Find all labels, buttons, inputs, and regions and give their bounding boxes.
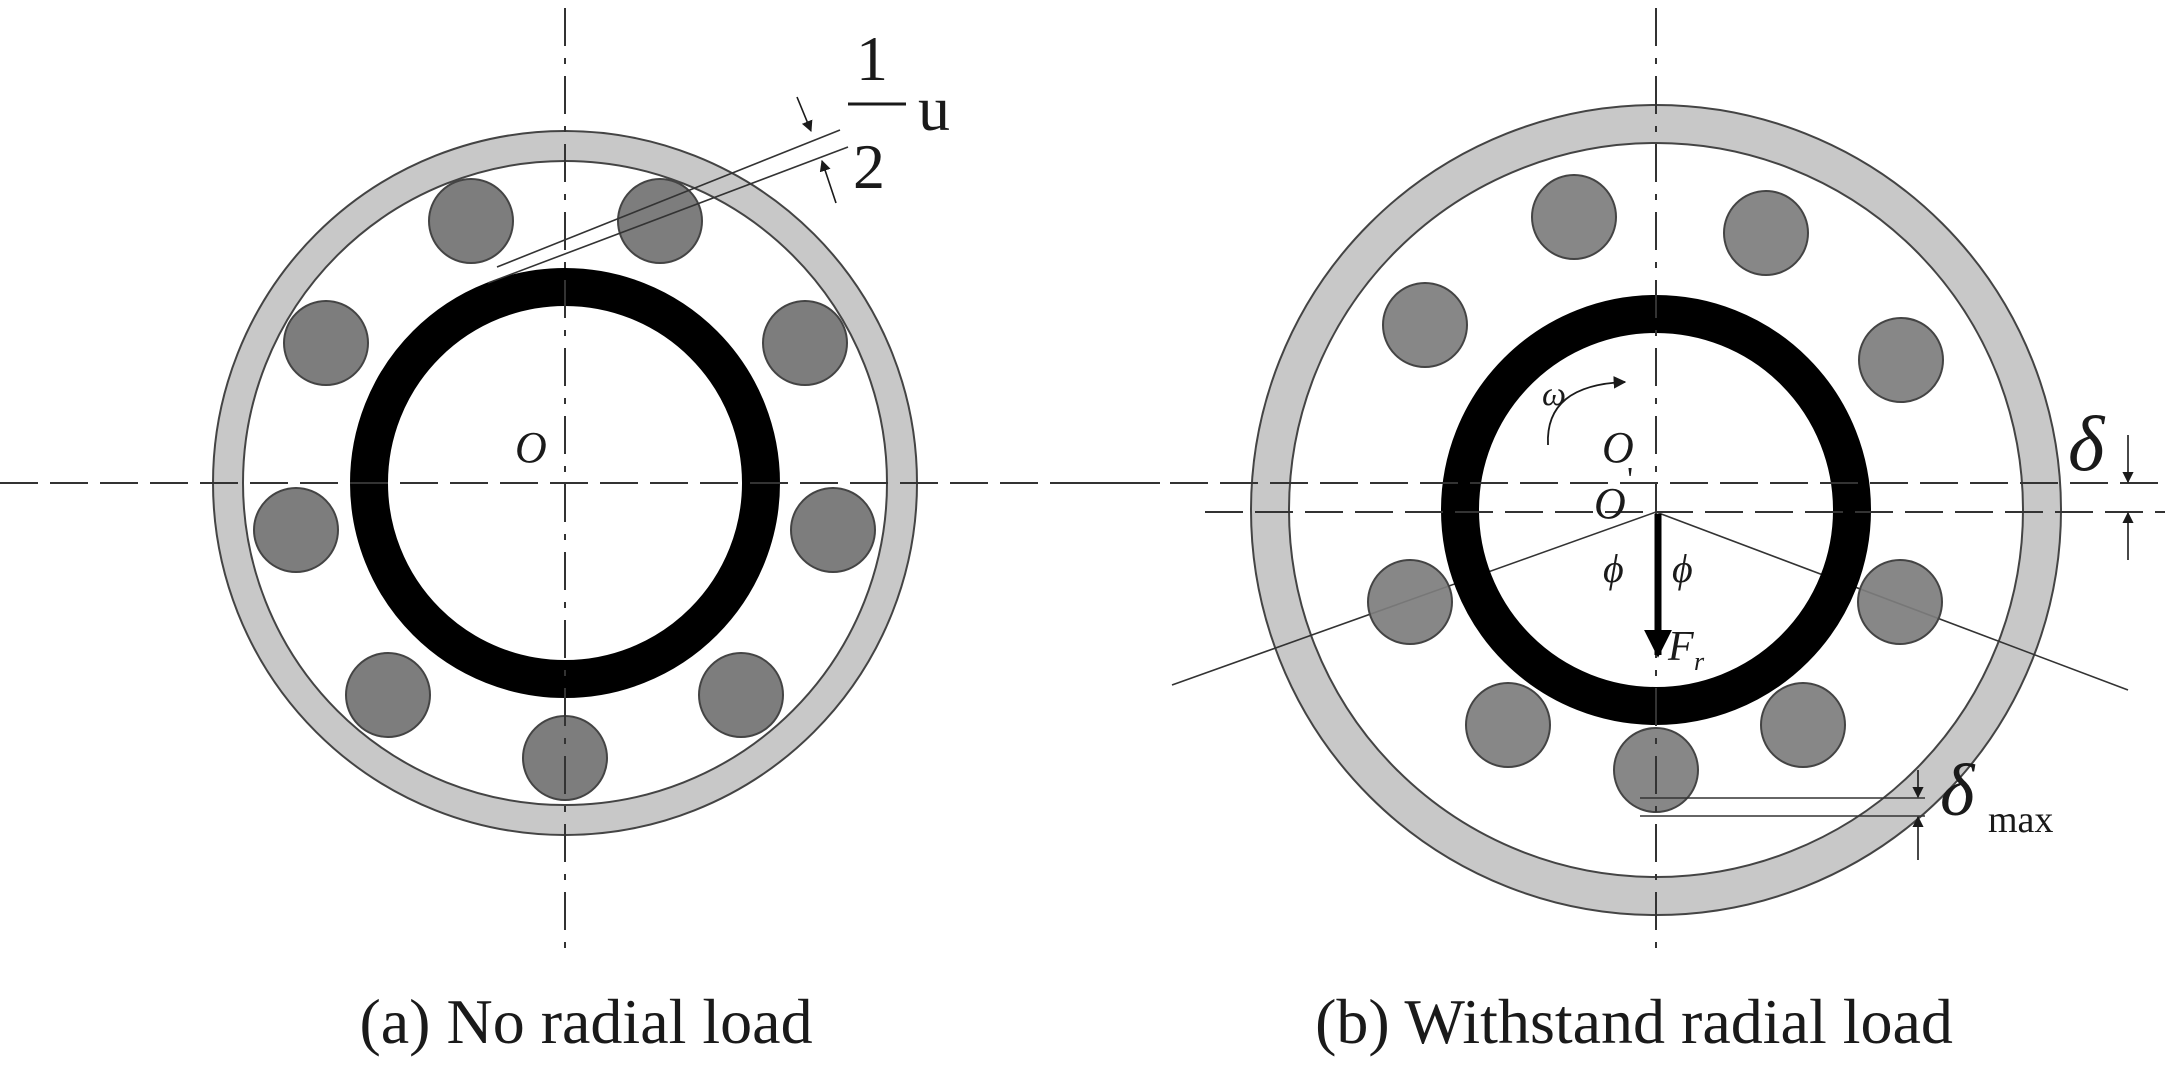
load-angle-right: ϕ (1672, 546, 1693, 591)
rolling-element (1858, 317, 1944, 403)
offset-symbol-delta: δ (2068, 400, 2106, 487)
center-label-o-shifted: O (1594, 479, 1626, 528)
force-symbol-f: F (1667, 624, 1694, 670)
rolling-element (428, 178, 514, 264)
panel-a-no-radial-load: O 1 2 u (0, 8, 1160, 960)
load-angle-left: ϕ (1603, 546, 1624, 591)
rolling-element (1465, 682, 1551, 768)
rolling-elements (253, 178, 876, 801)
clearance-arrow-bottom (819, 159, 837, 204)
rolling-element (1760, 682, 1846, 768)
rolling-element (1367, 559, 1453, 645)
rolling-element (1531, 174, 1617, 260)
caption-panel-a: (a) No radial load (359, 986, 813, 1057)
rotation-symbol-omega: ω (1542, 376, 1566, 413)
rolling-element (790, 487, 876, 573)
rolling-element (345, 652, 431, 738)
clearance-arrow-top (796, 96, 813, 133)
clearance-line-inner (487, 146, 849, 284)
shifted-prime-mark: ' (1627, 461, 1633, 498)
rolling-element (1382, 282, 1468, 368)
rolling-element (762, 300, 848, 386)
clearance-line-outer (496, 129, 841, 268)
rotation-arrow (1547, 376, 1627, 446)
rolling-element (283, 300, 369, 386)
caption-panel-b: (b) Withstand radial load (1315, 986, 1953, 1057)
rolling-element (1857, 559, 1943, 645)
rolling-element (617, 178, 703, 264)
fraction-denominator: 2 (853, 131, 885, 202)
fraction-numerator: 1 (856, 23, 888, 94)
rolling-element (698, 652, 784, 738)
clearance-symbol-u: u (918, 73, 950, 144)
center-label-o: O (515, 423, 547, 472)
rolling-element (253, 487, 339, 573)
force-subscript-r: r (1694, 647, 1705, 676)
panel-b-withstand-radial-load: ω O O ' ϕ ϕ F r δ δ max (1070, 8, 2165, 960)
rolling-elements (1367, 174, 1944, 813)
max-offset-subscript: max (1988, 799, 2053, 841)
max-offset-symbol-delta: δ (1940, 750, 1976, 832)
center-label-o-original: O (1602, 423, 1634, 472)
rolling-element (1723, 190, 1809, 276)
